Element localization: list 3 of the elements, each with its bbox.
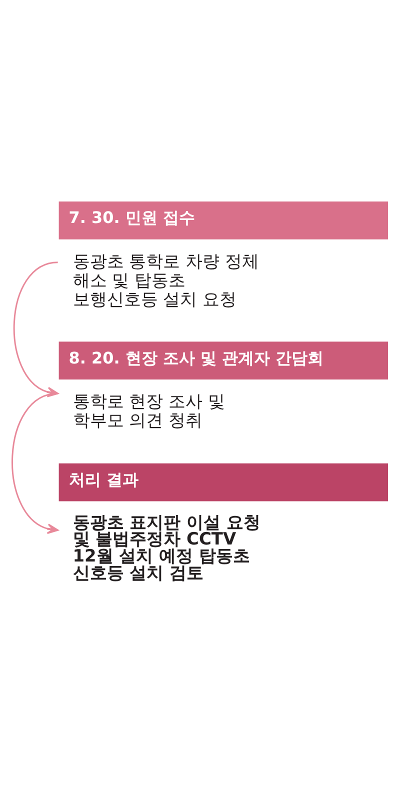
node-label: 통학로 현장 조사 및 학부모 의견 청취: [72, 390, 225, 430]
node-label: 동광초 통학로 차량 정체 해소 및 탑동초 보행신호등 설치 요청: [72, 250, 259, 308]
node-label: 동광초 표지판 이설 요청 및 불법주정차 CCTV 12월 설치 예정 탑동초 신호등 설치 검토: [72, 511, 260, 582]
